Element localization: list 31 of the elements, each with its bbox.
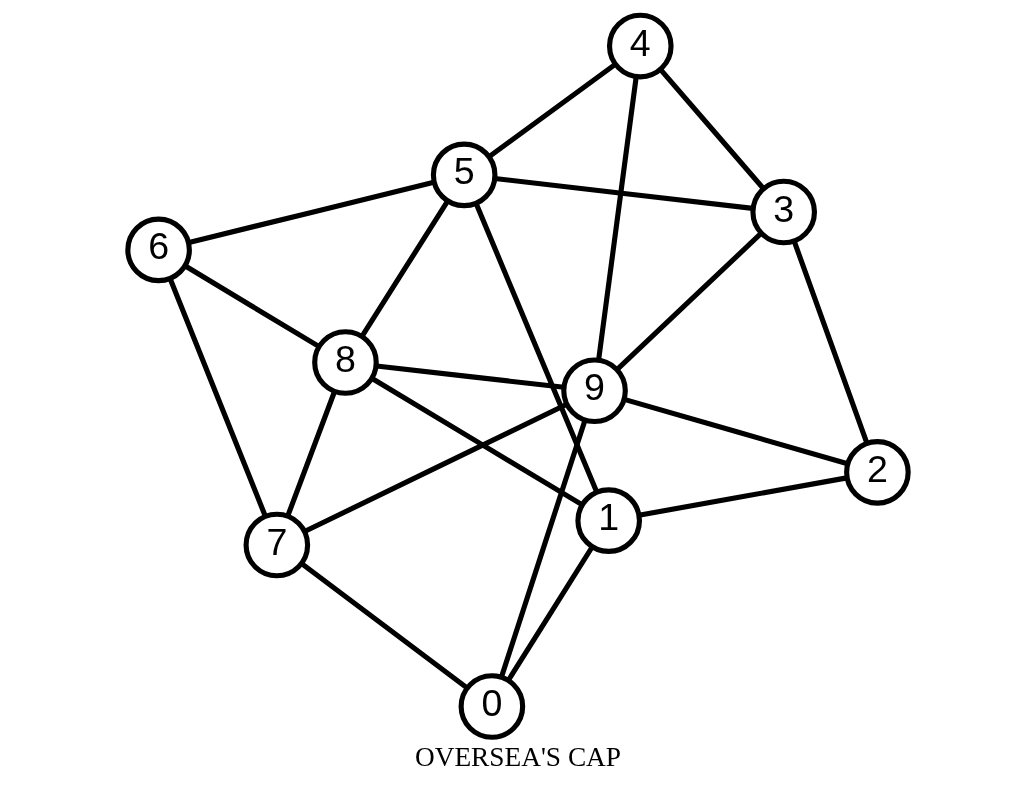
connector xyxy=(167,277,268,517)
connector xyxy=(638,475,847,518)
connector xyxy=(595,76,639,361)
connector xyxy=(494,175,753,211)
connector xyxy=(498,419,587,678)
node-circle: 9 xyxy=(560,357,628,425)
node-circle: 2 xyxy=(843,439,911,506)
connector xyxy=(187,179,434,245)
connector xyxy=(505,545,594,682)
connector xyxy=(375,363,564,390)
connector xyxy=(791,240,869,444)
node-circle: 3 xyxy=(749,178,817,246)
node-circle: 7 xyxy=(243,511,310,579)
connector xyxy=(473,202,599,494)
connector xyxy=(303,401,568,534)
node-circle: 6 xyxy=(124,216,192,284)
node-circle: 4 xyxy=(606,12,674,80)
node-circle: 1 xyxy=(574,487,642,554)
node-circle: 0 xyxy=(458,673,525,740)
connector xyxy=(614,231,763,372)
node-circle: 5 xyxy=(430,141,497,209)
caption: OVERSEA'S CAP xyxy=(414,741,621,772)
connector xyxy=(658,68,765,190)
connector xyxy=(359,200,450,338)
connector xyxy=(183,263,320,349)
connector xyxy=(299,561,468,690)
connector xyxy=(284,390,337,517)
connector xyxy=(487,62,617,159)
node-circle: 8 xyxy=(311,329,379,396)
connector xyxy=(370,376,583,507)
connector xyxy=(623,396,848,467)
